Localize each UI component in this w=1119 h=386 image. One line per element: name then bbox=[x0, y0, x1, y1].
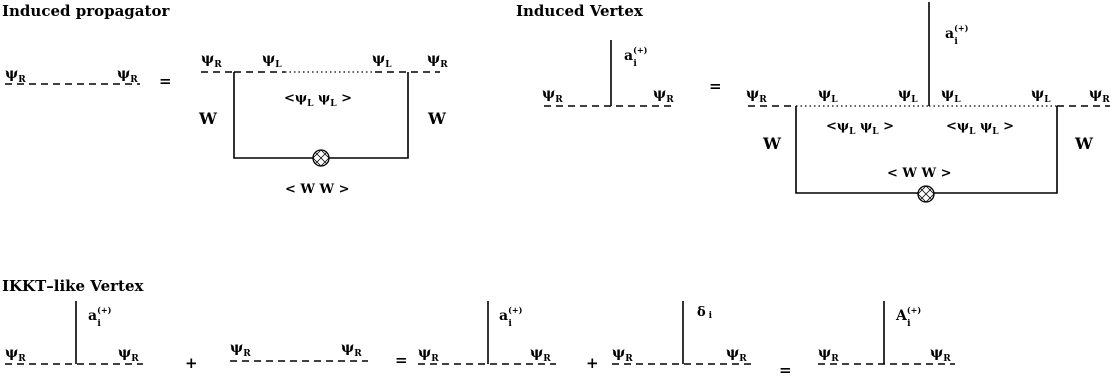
svg-text:ψL: ψL bbox=[372, 51, 392, 70]
svg-text:ψR: ψR bbox=[612, 345, 633, 364]
psi-r-label: ψR bbox=[612, 345, 633, 364]
psi-r-label: ψR bbox=[341, 340, 362, 359]
svg-text:a(+)i: a(+)i bbox=[624, 45, 648, 69]
psi-l-label: ψL bbox=[372, 51, 392, 70]
equals-sign: = bbox=[709, 77, 722, 95]
equals-sign: = bbox=[395, 351, 408, 369]
psi-r-label: ψR bbox=[653, 86, 674, 105]
ww-bracket-label: < W W > bbox=[285, 182, 350, 197]
svg-text:ψR: ψR bbox=[5, 66, 26, 85]
svg-text:a(+)i: a(+)i bbox=[499, 305, 523, 329]
psi-r-label: ψR bbox=[427, 51, 448, 70]
A-i-plus-label: A(+)i bbox=[895, 305, 921, 329]
equals-sign: = bbox=[779, 361, 792, 379]
a-i-plus-label: a(+)i bbox=[88, 305, 112, 329]
svg-text:A(+)i: A(+)i bbox=[895, 305, 921, 329]
svg-text:ψL: ψL bbox=[818, 86, 838, 105]
svg-text:ψR: ψR bbox=[341, 340, 362, 359]
svg-text:ψR: ψR bbox=[930, 345, 951, 364]
svg-text:ψL: ψL bbox=[941, 86, 961, 105]
psi-r-label: ψR bbox=[542, 86, 563, 105]
title-induced-vertex: Induced Vertex bbox=[516, 2, 644, 20]
svg-text:ψR: ψR bbox=[118, 345, 139, 364]
psi-r-label: ψR bbox=[930, 345, 951, 364]
svg-text:ψR: ψR bbox=[230, 340, 251, 359]
w-label: W bbox=[1074, 134, 1094, 153]
svg-text:ψL: ψL bbox=[262, 51, 282, 70]
ww-bracket-label: < W W > bbox=[887, 166, 952, 181]
plus-sign: + bbox=[586, 354, 599, 372]
a-i-plus-label: a(+)i bbox=[945, 23, 969, 47]
psi-r-label: ψR bbox=[117, 66, 138, 85]
psi-l-label: ψL bbox=[941, 86, 961, 105]
svg-text:ψR: ψR bbox=[818, 345, 839, 364]
psi-r-label: ψR bbox=[118, 345, 139, 364]
w-boson-loop bbox=[233, 72, 409, 159]
w-label: W bbox=[198, 109, 218, 128]
psi-r-label: ψR bbox=[818, 345, 839, 364]
psi-l-bracket-label: <ψL ψL > bbox=[946, 119, 1014, 137]
svg-text:a(+)i: a(+)i bbox=[88, 305, 112, 329]
psi-r-label: ψR bbox=[746, 86, 767, 105]
psi-l-bracket-label: <ψL ψL > bbox=[284, 91, 352, 109]
svg-text:<ψL ψL >: <ψL ψL > bbox=[946, 119, 1014, 137]
psi-l-label: ψL bbox=[818, 86, 838, 105]
title-induced-propagator: Induced propagator bbox=[2, 2, 170, 20]
psi-r-label: ψR bbox=[1089, 86, 1110, 105]
svg-text:ψL: ψL bbox=[898, 86, 918, 105]
svg-text:ψR: ψR bbox=[427, 51, 448, 70]
psi-r-label: ψR bbox=[5, 345, 26, 364]
crossed-circle-icon bbox=[312, 149, 330, 167]
svg-text:δi: δi bbox=[697, 305, 713, 321]
svg-text:ψR: ψR bbox=[530, 345, 551, 364]
svg-text:ψR: ψR bbox=[117, 66, 138, 85]
plus-sign: + bbox=[185, 354, 198, 372]
psi-l-label: ψL bbox=[898, 86, 918, 105]
a-i-plus-label: a(+)i bbox=[624, 45, 648, 69]
a-i-plus-label: a(+)i bbox=[499, 305, 523, 329]
svg-text:a(+)i: a(+)i bbox=[945, 23, 969, 47]
crossed-circle-icon bbox=[917, 185, 935, 203]
psi-r-label: ψR bbox=[230, 340, 251, 359]
svg-text:ψR: ψR bbox=[653, 86, 674, 105]
svg-text:ψR: ψR bbox=[746, 86, 767, 105]
psi-l-label: ψL bbox=[1031, 86, 1051, 105]
svg-text:ψR: ψR bbox=[418, 345, 439, 364]
w-label: W bbox=[762, 134, 782, 153]
induced-propagator-diagram: ψR ψR = ψR ψL ψL ψR <ψL ψL > W W < W W > bbox=[5, 51, 448, 197]
psi-r-label: ψR bbox=[418, 345, 439, 364]
equals-sign: = bbox=[159, 72, 172, 90]
svg-text:<ψL ψL >: <ψL ψL > bbox=[826, 119, 894, 137]
svg-text:<ψL ψL >: <ψL ψL > bbox=[284, 91, 352, 109]
psi-r-label: ψR bbox=[201, 51, 222, 70]
psi-r-label: ψR bbox=[530, 345, 551, 364]
title-ikkt-like-vertex: IKKT–like Vertex bbox=[2, 277, 144, 295]
svg-text:ψR: ψR bbox=[5, 345, 26, 364]
svg-text:ψR: ψR bbox=[726, 345, 747, 364]
svg-text:ψR: ψR bbox=[201, 51, 222, 70]
svg-text:ψR: ψR bbox=[1089, 86, 1110, 105]
psi-l-bracket-label: <ψL ψL > bbox=[826, 119, 894, 137]
psi-r-label: ψR bbox=[726, 345, 747, 364]
psi-l-label: ψL bbox=[262, 51, 282, 70]
w-label: W bbox=[427, 109, 447, 128]
svg-text:ψL: ψL bbox=[1031, 86, 1051, 105]
svg-text:ψR: ψR bbox=[542, 86, 563, 105]
psi-r-label: ψR bbox=[5, 66, 26, 85]
induced-vertex-diagram: a(+)i ψR ψR = a(+)i ψR ψL ψL ψL ψL ψR <ψ… bbox=[542, 2, 1110, 203]
